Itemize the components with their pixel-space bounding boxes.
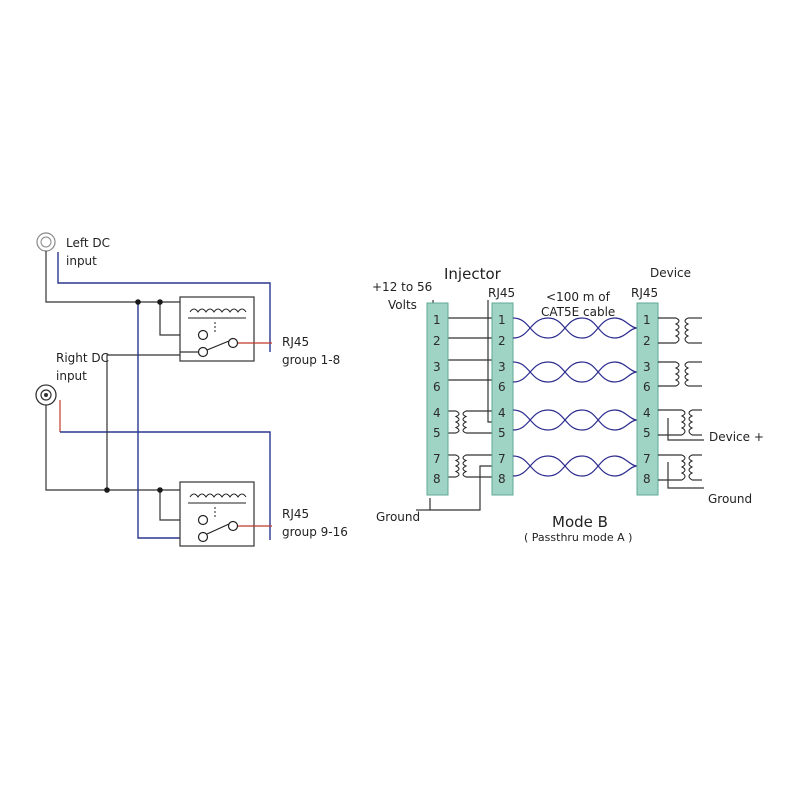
device-title: Device xyxy=(650,266,691,280)
pin-label: 1 xyxy=(643,313,651,327)
mode-title: Mode B xyxy=(552,513,608,531)
pin-label: 6 xyxy=(498,380,506,394)
relay-bottom xyxy=(179,481,255,547)
relay-top-label-line1: RJ45 xyxy=(282,335,309,349)
pin-label: 4 xyxy=(433,406,441,420)
ground-left-label: Ground xyxy=(376,510,420,524)
left-dc-jack-icon xyxy=(36,232,56,252)
right-dc-jack-icon xyxy=(35,384,57,406)
bus-line-inner xyxy=(106,354,180,490)
voltage-label-line1: +12 to 56 xyxy=(372,280,432,294)
transformer-coil-icon xyxy=(674,361,680,387)
injector-rj45-connector: 1 2 3 6 4 5 7 8 xyxy=(491,302,514,496)
pin-label: 3 xyxy=(498,360,506,374)
pin-label: 5 xyxy=(433,426,441,440)
pin-label: 1 xyxy=(498,313,506,327)
pin-label: 3 xyxy=(433,360,441,374)
pin-label: 8 xyxy=(433,472,441,486)
pin-label: 6 xyxy=(643,380,651,394)
pin-label: 2 xyxy=(643,334,651,348)
relay-bottom-label-line1: RJ45 xyxy=(282,507,309,521)
pin-label: 7 xyxy=(498,452,506,466)
twisted-pair-3-6 xyxy=(512,361,638,383)
pin-label: 2 xyxy=(498,334,506,348)
voltage-label-line2: Volts xyxy=(388,298,417,312)
poe-mode-b-diagram: Injector Device +12 to 56 Volts RJ45 RJ4… xyxy=(372,265,764,544)
transformer-coil-icon xyxy=(674,317,680,344)
pin-label: 7 xyxy=(643,452,651,466)
transformer-coil-icon xyxy=(680,454,686,481)
device-wiring xyxy=(658,317,704,489)
rj45-right-label: RJ45 xyxy=(631,286,658,300)
pin-label: 8 xyxy=(643,472,651,486)
cable-label-line2: CAT5E cable xyxy=(541,305,615,319)
junction-dot xyxy=(135,299,141,305)
transformer-coil-icon xyxy=(680,409,686,436)
left-dc-wire-positive xyxy=(57,252,271,352)
twisted-pair-4-5 xyxy=(512,409,638,431)
left-dc-label-line2: input xyxy=(66,254,97,268)
pin-label: 4 xyxy=(498,406,506,420)
junction-dot xyxy=(157,487,163,493)
junction-dot xyxy=(157,299,163,305)
pin-label: 5 xyxy=(498,426,506,440)
mode-subtitle: ( Passthru mode A ) xyxy=(524,531,632,544)
relay-top-label-line2: group 1-8 xyxy=(282,353,340,367)
left-dc-label-line1: Left DC xyxy=(66,236,110,250)
pin-label: 2 xyxy=(433,334,441,348)
pin-label: 5 xyxy=(643,426,651,440)
right-dc-wire-positive xyxy=(60,431,271,540)
ground-right-label: Ground xyxy=(708,492,752,506)
injector-title: Injector xyxy=(444,265,502,283)
right-dc-label-line2: input xyxy=(56,369,87,383)
pin-label: 3 xyxy=(643,360,651,374)
junction-dot xyxy=(104,487,110,493)
twisted-pair-1-2 xyxy=(512,317,638,339)
pin-label: 7 xyxy=(433,452,441,466)
relay-top xyxy=(179,296,255,362)
device-rj45-connector: 1 2 3 6 4 5 7 8 xyxy=(636,302,659,496)
transformer-coil-icon xyxy=(454,410,460,434)
right-dc-wire-ground xyxy=(45,405,180,491)
rj45-left-label: RJ45 xyxy=(488,286,515,300)
cable-label-line1: <100 m of xyxy=(546,290,611,304)
twisted-pair-7-8 xyxy=(512,455,638,477)
pin-label: 6 xyxy=(433,380,441,394)
relay-bottom-label-line2: group 9-16 xyxy=(282,525,348,539)
transformer-coil-icon xyxy=(454,454,460,478)
device-plus-label: Device + xyxy=(709,430,764,444)
pin-label: 8 xyxy=(498,472,506,486)
twisted-pair-cable xyxy=(512,317,638,477)
injector-connector: 1 2 3 6 4 5 7 8 xyxy=(426,302,449,496)
pin-label: 1 xyxy=(433,313,441,327)
pin-label: 4 xyxy=(643,406,651,420)
left-relay-diagram: Left DC input Right DC input xyxy=(35,232,348,547)
bus-line-outer xyxy=(137,302,180,539)
right-dc-label-line1: Right DC xyxy=(56,351,109,365)
